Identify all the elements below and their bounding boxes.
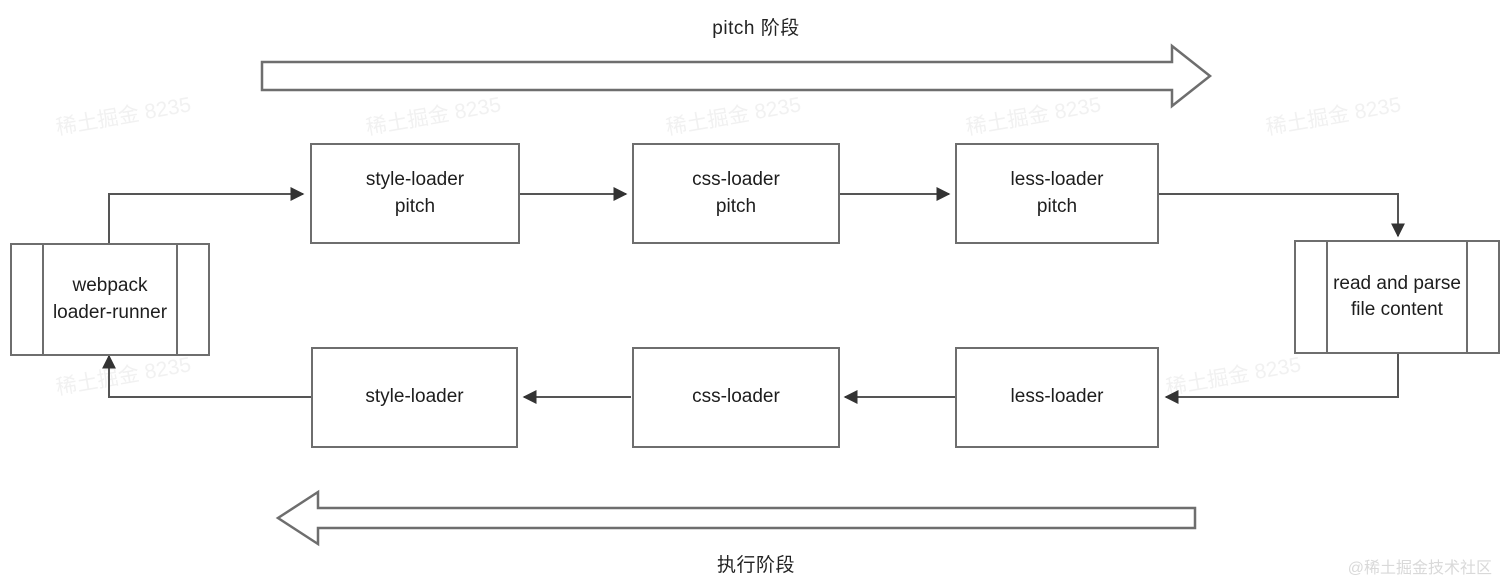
edge-read-parse-to-less-exec	[1164, 354, 1399, 404]
node-label: style-loader	[365, 386, 464, 408]
node-label: less-loader	[1010, 386, 1104, 408]
node-css-loader[interactable]: css-loader	[632, 347, 840, 448]
node-webpack-loader-runner[interactable]: webpack loader-runner	[10, 243, 210, 356]
site-credit-watermark: @稀土掘金技术社区	[1347, 560, 1492, 577]
pitch-phase-label: pitch 阶段	[712, 18, 800, 39]
node-css-loader-pitch[interactable]: css-loader pitch	[632, 143, 840, 244]
execution-phase-block-arrow	[275, 489, 1197, 547]
edge-style-exec-to-loader-runner	[102, 354, 311, 398]
node-label: css-loader	[692, 386, 780, 408]
edge-less-pitch-to-read-parse	[1159, 193, 1405, 238]
edge-loader-runner-to-style-pitch	[108, 187, 305, 243]
pitch-phase-block-arrow	[260, 43, 1213, 109]
node-label: webpack loader-runner	[52, 275, 168, 323]
node-label: read and parse file content	[1333, 272, 1461, 320]
node-less-loader-pitch[interactable]: less-loader pitch	[955, 143, 1159, 244]
node-read-and-parse-file-content[interactable]: read and parse file content	[1294, 240, 1500, 354]
node-label: style-loader pitch	[365, 169, 465, 217]
node-style-loader[interactable]: style-loader	[311, 347, 518, 448]
execution-phase-label: 执行阶段	[716, 555, 795, 576]
node-label: css-loader pitch	[692, 169, 780, 217]
node-style-loader-pitch[interactable]: style-loader pitch	[310, 143, 520, 244]
node-less-loader[interactable]: less-loader	[955, 347, 1159, 448]
node-label: less-loader pitch	[1010, 169, 1104, 217]
